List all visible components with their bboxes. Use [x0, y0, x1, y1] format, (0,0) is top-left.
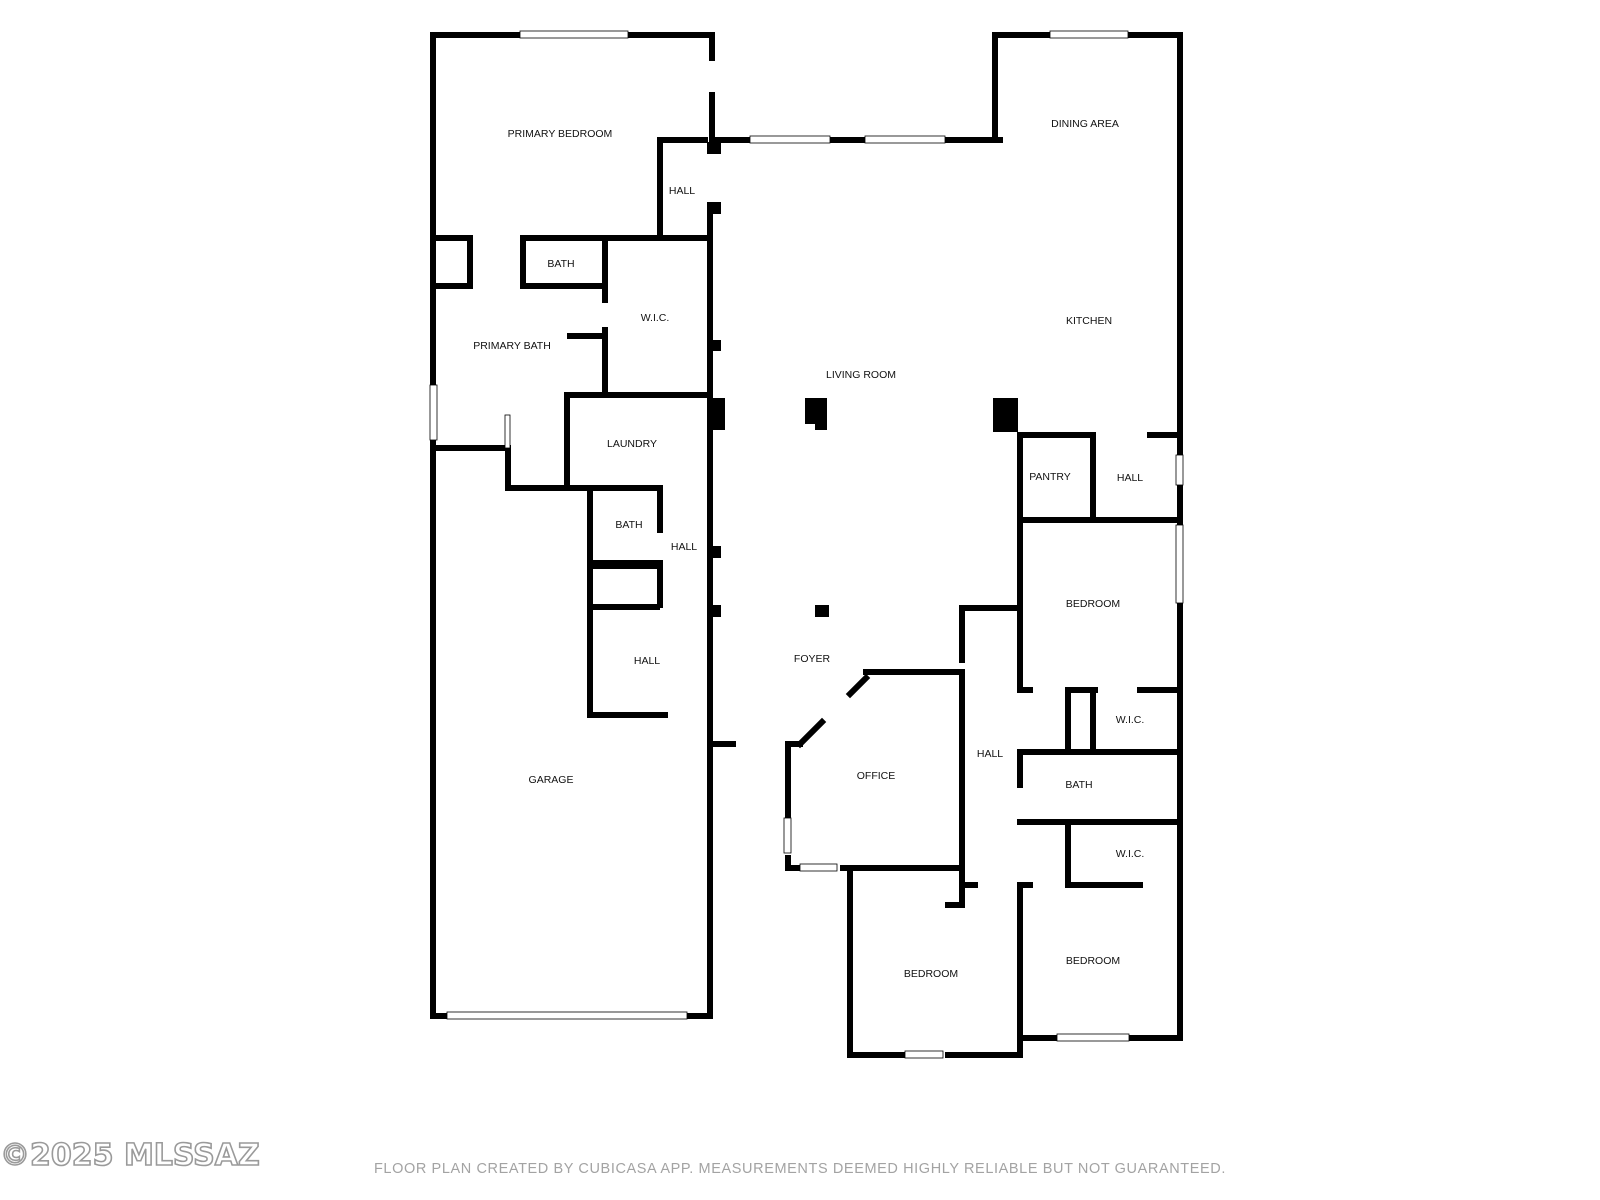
room-label-pantry: PANTRY	[1029, 471, 1071, 483]
room-label-garage: GARAGE	[529, 774, 574, 786]
windows	[429, 30, 1184, 1059]
wall-bedroom-south-bottom	[945, 1035, 1023, 1058]
room-label-wic-east: W.I.C.	[1116, 714, 1145, 726]
wall-garage-north	[430, 445, 663, 491]
pillar-kitchen	[993, 398, 1018, 432]
window-hall-east	[1175, 454, 1184, 486]
window-bedroom-east	[1175, 524, 1184, 604]
fireplace-block-b	[815, 420, 827, 430]
copyright-watermark: ©2025 MLSSAZ	[0, 1137, 261, 1174]
window-office-west	[783, 817, 792, 854]
pillar-wic-east	[707, 340, 721, 351]
closet-top	[590, 563, 660, 569]
room-label-primary-bath: PRIMARY BATH	[473, 340, 551, 352]
window-primary-bath-stub	[504, 414, 511, 449]
room-labels: PRIMARY BEDROOM HALL DINING AREA BATH W.…	[473, 118, 1144, 980]
wall-bedroom-south-north	[847, 865, 965, 908]
window-living-north-a	[749, 135, 831, 144]
room-label-primary-bedroom: PRIMARY BEDROOM	[508, 128, 613, 140]
window-bedroom-south	[904, 1050, 944, 1059]
room-label-bath-hall: BATH	[615, 519, 642, 531]
room-label-foyer: FOYER	[794, 653, 831, 665]
room-label-wic-south: W.I.C.	[1116, 848, 1145, 860]
wall-bath-west	[520, 235, 608, 289]
window-primary-north	[519, 30, 629, 39]
pillar-laundry-east	[707, 398, 725, 430]
room-label-laundry: LAUNDRY	[607, 438, 657, 450]
room-label-kitchen: KITCHEN	[1066, 315, 1112, 327]
wall-office-north-east	[863, 669, 965, 871]
wall-bedroom-south-west	[847, 865, 908, 1058]
room-label-dining-area: DINING AREA	[1051, 118, 1119, 130]
pillar-foyer	[707, 605, 721, 617]
room-label-bedroom-southeast: BEDROOM	[1066, 955, 1120, 967]
garage-door	[446, 1011, 688, 1020]
pillar-hall-mid	[707, 546, 721, 558]
room-label-bedroom-south: BEDROOM	[904, 968, 958, 980]
wall-primary-bath-closet	[430, 235, 473, 289]
room-label-hall-primary: HALL	[669, 185, 695, 197]
room-label-wic-primary: W.I.C.	[641, 312, 670, 324]
pillar-living-north	[707, 142, 721, 154]
window-dining-north	[1049, 30, 1129, 39]
window-living-north-b	[864, 135, 946, 144]
window-primary-bath-west	[429, 384, 438, 441]
room-label-bath-east: BATH	[1065, 779, 1092, 791]
room-label-hall-east: HALL	[977, 748, 1003, 760]
pillar-hall-east	[707, 202, 721, 214]
floor-plan-disclaimer: FLOOR PLAN CREATED BY CUBICASA APP. MEAS…	[373, 1161, 1227, 1177]
wall-primary-north	[430, 32, 715, 61]
closet-bottom	[590, 604, 660, 610]
window-office-south	[799, 863, 838, 872]
room-label-hall-mid: HALL	[671, 541, 697, 553]
room-label-bedroom-east: BEDROOM	[1066, 598, 1120, 610]
wall-office-diagonal-a	[795, 717, 827, 749]
room-label-bath-primary: BATH	[547, 258, 574, 270]
fireplace-block	[805, 398, 827, 424]
room-label-living-room: LIVING ROOM	[826, 369, 896, 381]
walls	[430, 32, 1183, 1058]
room-label-hall-pantry: HALL	[1117, 472, 1143, 484]
wall-blocks	[590, 142, 1018, 617]
pillar-foyer-center	[815, 605, 829, 617]
room-label-hall-garage: HALL	[634, 655, 660, 667]
window-bedroom-se-south	[1056, 1033, 1130, 1042]
wall-office-west-lower	[785, 855, 808, 871]
wall-office-diagonal-b	[845, 673, 871, 699]
room-label-office: OFFICE	[857, 770, 896, 782]
